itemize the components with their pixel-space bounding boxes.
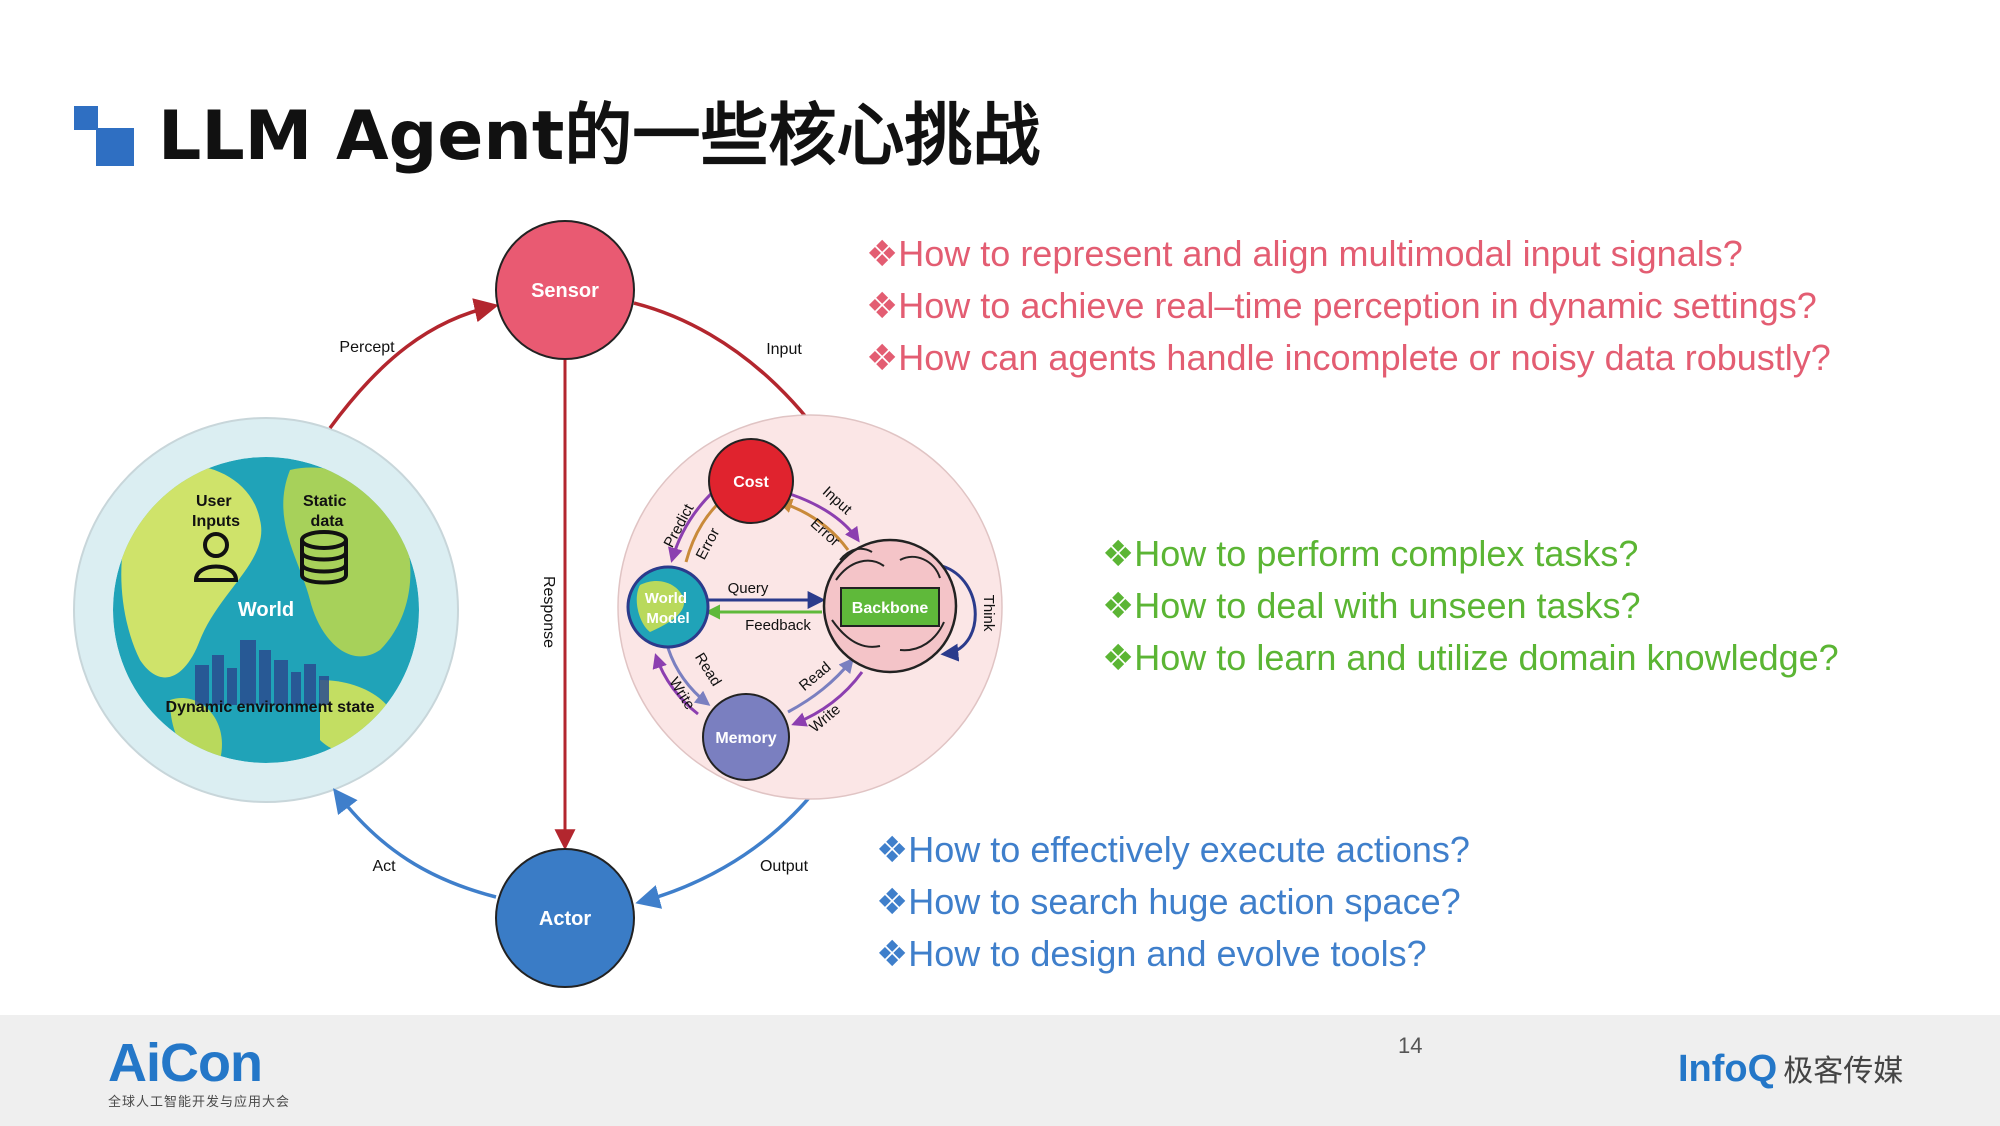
cost-label: Cost — [733, 474, 769, 491]
response-label: Response — [540, 576, 557, 648]
input-outer-label: Input — [766, 341, 802, 358]
user-inputs-line: User — [196, 493, 232, 510]
world-model-label: World Model — [645, 590, 691, 627]
percept-label: Percept — [339, 339, 395, 356]
read-right-arrow — [787, 657, 854, 714]
percept-arrow — [328, 298, 499, 430]
cost-node — [708, 438, 794, 524]
question-item: ❖How to effectively execute actions? — [876, 829, 1470, 870]
question-item: ❖How to represent and align multimodal i… — [866, 233, 1743, 274]
aicon-logo-text: AiCon — [108, 1033, 263, 1093]
infoq-logo-text: InfoQ — [1678, 1048, 1778, 1090]
perception-questions: ❖How to represent and align multimodal i… — [866, 228, 1831, 384]
sensor-node — [495, 220, 635, 360]
question-item: ❖How to deal with unseen tasks? — [1102, 585, 1641, 626]
question-item: ❖How to search huge action space? — [876, 881, 1461, 922]
world-label: World — [238, 599, 294, 621]
world-model-line: World — [645, 590, 687, 607]
write-left-arrow — [652, 653, 699, 716]
read-left-arrow — [666, 647, 711, 706]
database-icon — [300, 530, 348, 585]
agent-loop-diagram: User Inputs Static data World Dynamic en… — [73, 220, 1003, 988]
question-item: ❖How to achieve real–time perception in … — [866, 285, 1817, 326]
think-arrow — [940, 564, 977, 662]
static-data-line: Static — [303, 493, 347, 510]
aicon-subtitle: 全球人工智能开发与应用大会 — [108, 1095, 291, 1110]
user-inputs-label: User Inputs — [192, 493, 240, 530]
act-arrow — [333, 788, 497, 899]
write-right-arrow — [791, 671, 864, 727]
user-inputs-line: Inputs — [192, 513, 240, 530]
memory-label: Memory — [715, 730, 776, 747]
backbone-node — [840, 587, 940, 627]
aicon-logo: AiCon 全球人工智能开发与应用大会 — [108, 1035, 290, 1110]
actor-label: Actor — [539, 908, 591, 930]
static-data-label: Static data — [303, 493, 351, 530]
cost-input-arrow — [789, 492, 860, 543]
page-number: 14 — [1398, 1033, 1423, 1058]
user-icon — [193, 532, 239, 582]
static-data-line: data — [311, 513, 344, 530]
question-item: ❖How to design and evolve tools? — [876, 933, 1427, 974]
world-model-line: Model — [646, 610, 689, 627]
action-questions: ❖How to effectively execute actions? ❖Ho… — [876, 824, 1470, 980]
backbone-label: Backbone — [852, 600, 929, 617]
query-label: Query — [728, 580, 769, 597]
question-item: ❖How to learn and utilize domain knowled… — [1102, 637, 1839, 678]
output-label: Output — [760, 858, 809, 875]
think-label: Think — [980, 595, 997, 632]
question-item: ❖How to perform complex tasks? — [1102, 533, 1639, 574]
slide-title: LLM Agent的一些核心挑战 — [158, 97, 1041, 176]
memory-node — [702, 693, 790, 781]
reasoning-questions: ❖How to perform complex tasks? ❖How to d… — [1102, 528, 1839, 684]
cost-error-arrow — [777, 498, 850, 551]
sensor-label: Sensor — [531, 280, 599, 302]
predict-arrow — [668, 489, 716, 563]
question-item: ❖How can agents handle incomplete or noi… — [866, 337, 1831, 378]
infoq-cn-text: 极客传媒 — [1783, 1054, 1904, 1089]
title-squares-icon — [74, 106, 134, 166]
dynamic-env-label: Dynamic environment state — [166, 699, 375, 716]
actor-node — [495, 848, 635, 988]
act-label: Act — [372, 858, 396, 875]
feedback-label: Feedback — [745, 617, 811, 634]
world-model-globe-icon — [636, 580, 685, 632]
